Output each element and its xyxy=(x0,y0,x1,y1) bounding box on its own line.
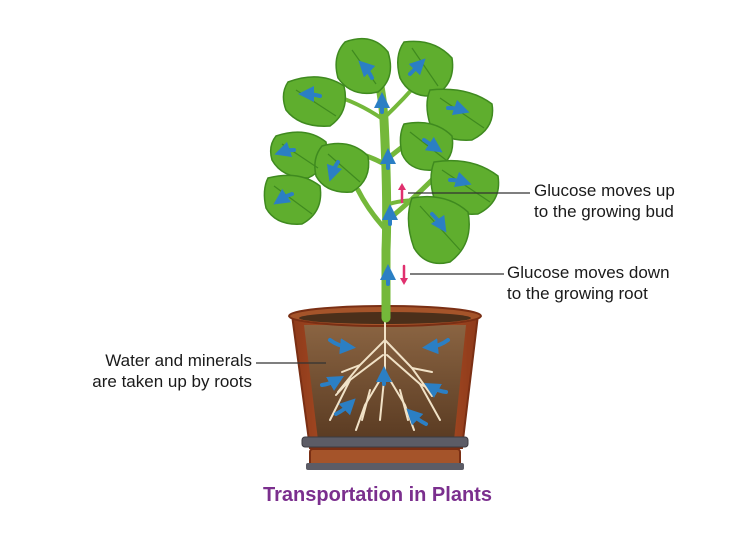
glucose-down-arrow xyxy=(400,264,408,285)
label-glucose-up-line2: to the growing bud xyxy=(534,202,674,221)
roots xyxy=(329,319,441,431)
label-glucose-down-line1: Glucose moves down xyxy=(507,263,670,282)
leader-lines xyxy=(256,192,530,364)
stem xyxy=(327,65,443,323)
label-glucose-up: Glucose moves up to the growing bud xyxy=(534,180,675,222)
label-glucose-down: Glucose moves down to the growing root xyxy=(507,262,670,304)
leaf-top-right xyxy=(397,40,454,97)
root-water-arrows xyxy=(320,338,450,426)
label-glucose-down-line2: to the growing root xyxy=(507,284,648,303)
label-water-minerals-line2: are taken up by roots xyxy=(92,372,252,391)
glucose-up-arrow xyxy=(398,183,406,204)
leaf-lower-right xyxy=(407,195,470,265)
pot-base-band xyxy=(306,463,464,470)
diagram-caption: Transportation in Plants xyxy=(263,484,492,506)
glucose-arrows xyxy=(398,183,408,285)
pot-band xyxy=(301,436,469,448)
leaf-mid-left-2 xyxy=(314,142,370,193)
label-water-minerals: Water and minerals are taken up by roots xyxy=(60,350,252,392)
label-water-minerals-line1: Water and minerals xyxy=(105,351,252,370)
label-glucose-up-line1: Glucose moves up xyxy=(534,181,675,200)
stem-water-arrows xyxy=(273,58,472,286)
